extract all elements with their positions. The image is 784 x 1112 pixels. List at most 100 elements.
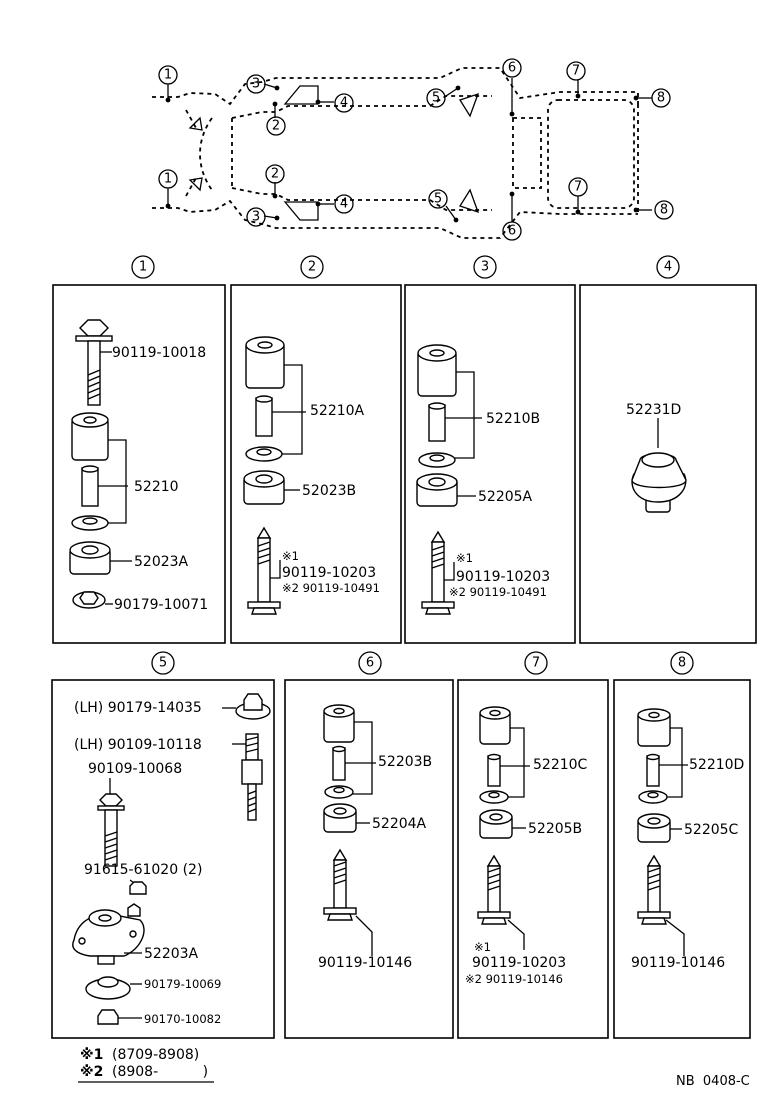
part-label-52203A: 52203A bbox=[144, 946, 199, 962]
panel-number-1: 1 bbox=[139, 260, 147, 275]
mount-points bbox=[165, 78, 652, 223]
panel-headers-row1: 1 2 3 4 bbox=[131, 255, 680, 279]
overview-callout-8b: 8 bbox=[660, 203, 668, 218]
part-label-52205B: 52205B bbox=[528, 821, 582, 837]
part-label-p2-90119-10491: ※2 90119-10491 bbox=[282, 581, 380, 595]
nut-90170-10082 bbox=[97, 1009, 119, 1025]
overview-callout-1b: 1 bbox=[164, 172, 172, 187]
panel-number-6: 6 bbox=[366, 656, 374, 671]
overview-callout-7: 7 bbox=[572, 64, 580, 79]
part-label-90179-10071: 90179-10071 bbox=[114, 597, 208, 613]
panel-3: 52210B 52205A ※1 90119-10203 ※2 90119-10… bbox=[404, 284, 576, 644]
retainer-52205A bbox=[416, 473, 458, 507]
part-label-52204A: 52204A bbox=[372, 816, 427, 832]
nut-90179-10071 bbox=[72, 591, 106, 609]
frame-inner-rail bbox=[185, 95, 492, 211]
part-label-p3-90119-10203: 90119-10203 bbox=[456, 569, 550, 585]
part-label-90170-10082: 90170-10082 bbox=[144, 1012, 221, 1026]
bolt-p8-90119-10146 bbox=[637, 854, 671, 925]
retainer-52205B bbox=[479, 809, 513, 839]
bolt-p7-90119-10203 bbox=[477, 854, 511, 925]
panel-number-8: 8 bbox=[678, 656, 686, 671]
bolt-90109-10068 bbox=[97, 793, 125, 867]
cushion-52210 bbox=[71, 412, 109, 531]
panel-4: 52231D bbox=[579, 284, 757, 644]
part-label-52205C: 52205C bbox=[684, 822, 739, 838]
overview-callout-6b: 6 bbox=[508, 224, 516, 239]
pin-91615-61020 bbox=[127, 881, 147, 917]
panel-number-3: 3 bbox=[481, 260, 489, 275]
part-label-52205A: 52205A bbox=[478, 489, 533, 505]
part-label-p3-note1: ※1 bbox=[456, 551, 473, 565]
note-1-mark: ※1 bbox=[80, 1047, 103, 1063]
stud-90109-10118 bbox=[241, 733, 263, 821]
panel-number-7: 7 bbox=[532, 656, 540, 671]
overview-callout-6: 6 bbox=[508, 61, 516, 76]
cushion-52210D bbox=[637, 708, 671, 804]
overview-callout-2b: 2 bbox=[271, 167, 279, 182]
panel-headers-row2: 5 6 7 8 bbox=[151, 651, 694, 675]
part-label-52210B: 52210B bbox=[486, 411, 540, 427]
panel-5: (LH) 90179-14035 (LH) 90109-10118 90109-… bbox=[51, 679, 275, 1039]
panel-8: 52210D 52205C 90119-10146 bbox=[613, 679, 751, 1039]
cushion-52203B bbox=[323, 704, 355, 799]
overview-callout-7b: 7 bbox=[574, 180, 582, 195]
overview-callout-1: 1 bbox=[164, 68, 172, 83]
mount-52203A bbox=[72, 909, 145, 965]
part-label-52203B: 52203B bbox=[378, 754, 432, 770]
note-2-mark: ※2 bbox=[80, 1064, 103, 1080]
part-label-52231D: 52231D bbox=[626, 402, 681, 418]
overview-callout-4: 4 bbox=[340, 96, 348, 111]
notes: ※1 (8709-8908) ※2 (8908- ) bbox=[78, 1047, 214, 1083]
bracket-front bbox=[188, 116, 203, 192]
part-label-52210D: 52210D bbox=[689, 757, 744, 773]
part-label-p3-90119-10491: ※2 90119-10491 bbox=[449, 585, 547, 599]
overview-callout-8: 8 bbox=[657, 91, 665, 106]
overview-callout-4b: 4 bbox=[340, 197, 348, 212]
cushion-52210B bbox=[417, 344, 457, 468]
note-2-text: (8908- ) bbox=[112, 1064, 208, 1080]
panel-number-4: 4 bbox=[664, 260, 672, 275]
bracket-lower bbox=[283, 201, 319, 221]
overview-callout-5: 5 bbox=[432, 91, 440, 106]
part-label-90179-14035: (LH) 90179-14035 bbox=[74, 700, 202, 716]
bolt-p3-90119-10203 bbox=[421, 530, 455, 615]
part-label-52210: 52210 bbox=[134, 479, 179, 495]
part-label-p7-note1: ※1 bbox=[474, 940, 491, 954]
cushion-52210C bbox=[479, 706, 511, 804]
part-label-p7-90119-10146: ※2 90119-10146 bbox=[465, 972, 563, 986]
part-label-90109-10118: (LH) 90109-10118 bbox=[74, 737, 202, 753]
overview-callout-3: 3 bbox=[252, 77, 260, 92]
rear-frame-box bbox=[547, 99, 635, 209]
footer-code: NB 0408-C bbox=[676, 1074, 750, 1089]
retainer-52205C bbox=[637, 813, 671, 843]
part-label-p8-90119-10146: 90119-10146 bbox=[631, 955, 725, 971]
part-label-90179-10069: 90179-10069 bbox=[144, 977, 221, 991]
retainer-52204A bbox=[323, 803, 357, 833]
retainer-52023B bbox=[243, 470, 285, 505]
part-label-52023B: 52023B bbox=[302, 483, 356, 499]
bolt-90119-10146 bbox=[323, 848, 357, 921]
nut-90179-14035 bbox=[235, 693, 271, 720]
washer-90179-10069 bbox=[85, 976, 131, 1000]
part-label-p2-note1: ※1 bbox=[282, 549, 299, 563]
panel-2: 52210A 52023B ※1 90119-10203 ※2 90119-10… bbox=[230, 284, 402, 644]
rear-crossmember bbox=[512, 117, 542, 189]
insulator-52231D bbox=[631, 452, 687, 513]
panel-1: 90119-10018 52210 52023A 90179-10071 bbox=[52, 284, 226, 644]
overview-callout-2: 2 bbox=[272, 119, 280, 134]
bolt-90119-10203 bbox=[247, 526, 281, 615]
frame-outline bbox=[152, 67, 639, 239]
panel-6: 52203B 52204A 90119-10146 bbox=[284, 679, 454, 1039]
part-label-52210A: 52210A bbox=[310, 403, 365, 419]
frame-overview: 1 1 2 2 3 3 4 4 5 5 6 6 7 7 8 8 bbox=[152, 58, 674, 241]
overview-callout-3b: 3 bbox=[252, 210, 260, 225]
part-label-p2-90119-10203: 90119-10203 bbox=[282, 565, 376, 581]
part-label-90119-10018: 90119-10018 bbox=[112, 345, 206, 361]
retainer-52023A bbox=[69, 541, 111, 575]
part-label-91615-61020: 91615-61020 (2) bbox=[84, 862, 202, 878]
part-label-52023A: 52023A bbox=[134, 554, 189, 570]
part-label-52210C: 52210C bbox=[533, 757, 588, 773]
panel-number-5: 5 bbox=[159, 656, 167, 671]
